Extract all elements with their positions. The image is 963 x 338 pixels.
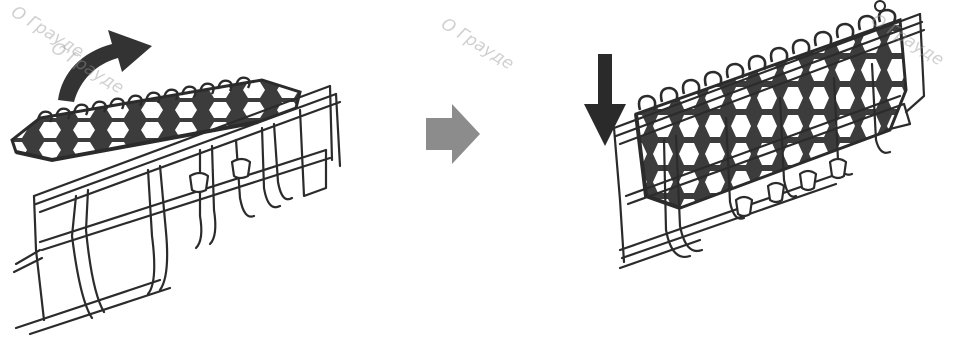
- right-basket-illustration: [584, 1, 924, 268]
- left-basket-illustration: [12, 30, 340, 334]
- down-arrow-icon: [584, 54, 626, 146]
- curved-arrow-icon: [58, 30, 152, 102]
- flat-hex-tray: [12, 78, 300, 160]
- right-arrow-icon: [426, 104, 480, 164]
